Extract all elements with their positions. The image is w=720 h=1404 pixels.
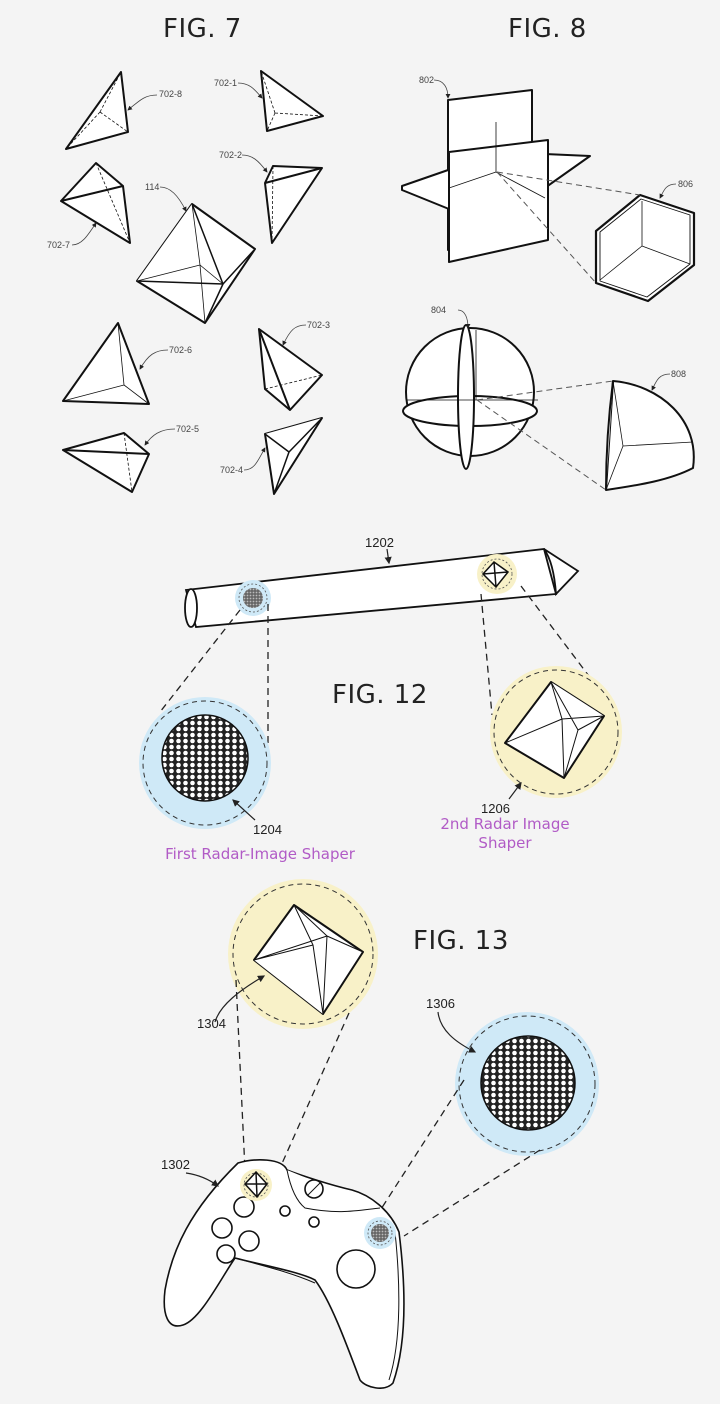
fig13-controller [163,1159,405,1389]
ref-1206: 1206 [481,801,510,816]
ref-802: 802 [419,75,435,85]
fig13-dashed-links [235,979,541,1237]
ref-1202: 1202 [365,535,394,550]
fig8-dashed-links [476,171,641,491]
ref-808: 808 [671,369,687,379]
fig8-planes [401,89,591,263]
fig8-sphere [402,324,538,470]
second-shaper-caption-line2: Shaper [478,834,532,852]
second-shaper-caption-line1: 2nd Radar Image [440,815,570,833]
fig12-stylus [184,548,580,628]
ref-114: 114 [145,182,160,192]
ref-1302: 1302 [161,1157,190,1172]
fig12-leaders [232,548,522,821]
ref-1204: 1204 [253,822,282,837]
fig8-title: FIG. 8 [508,14,587,44]
fig13-golf-sphere [480,1035,576,1131]
fig7-tetrahedra [60,70,324,495]
fig8-cube [594,193,696,303]
ref-702-4: 702-4 [220,465,244,475]
fig7-title: FIG. 7 [163,14,242,44]
ref-1306: 1306 [426,996,455,1011]
fig13-leaders [185,975,477,1187]
ref-702-7: 702-7 [47,240,71,250]
fig12-octahedron [504,681,605,779]
ref-702-8: 702-8 [159,89,183,99]
fig12-dashed-links [159,585,608,745]
ref-702-3: 702-3 [307,320,331,330]
ref-702-5: 702-5 [176,424,200,434]
ref-702-2: 702-2 [219,150,243,160]
ref-702-6: 702-6 [169,345,193,355]
fig7-leaders [71,82,307,471]
fig12-title: FIG. 12 [332,680,428,710]
ref-804: 804 [431,305,447,315]
first-shaper-caption: First Radar-Image Shaper [165,845,355,863]
fig12-golf-sphere [161,714,249,802]
fig13-title: FIG. 13 [413,926,509,956]
fig13-octahedron [253,904,364,1015]
fig8-leaders [433,79,677,391]
ref-806: 806 [678,179,694,189]
ref-702-1: 702-1 [214,78,238,88]
fig8-octant [605,380,695,491]
ref-1304: 1304 [197,1016,226,1031]
